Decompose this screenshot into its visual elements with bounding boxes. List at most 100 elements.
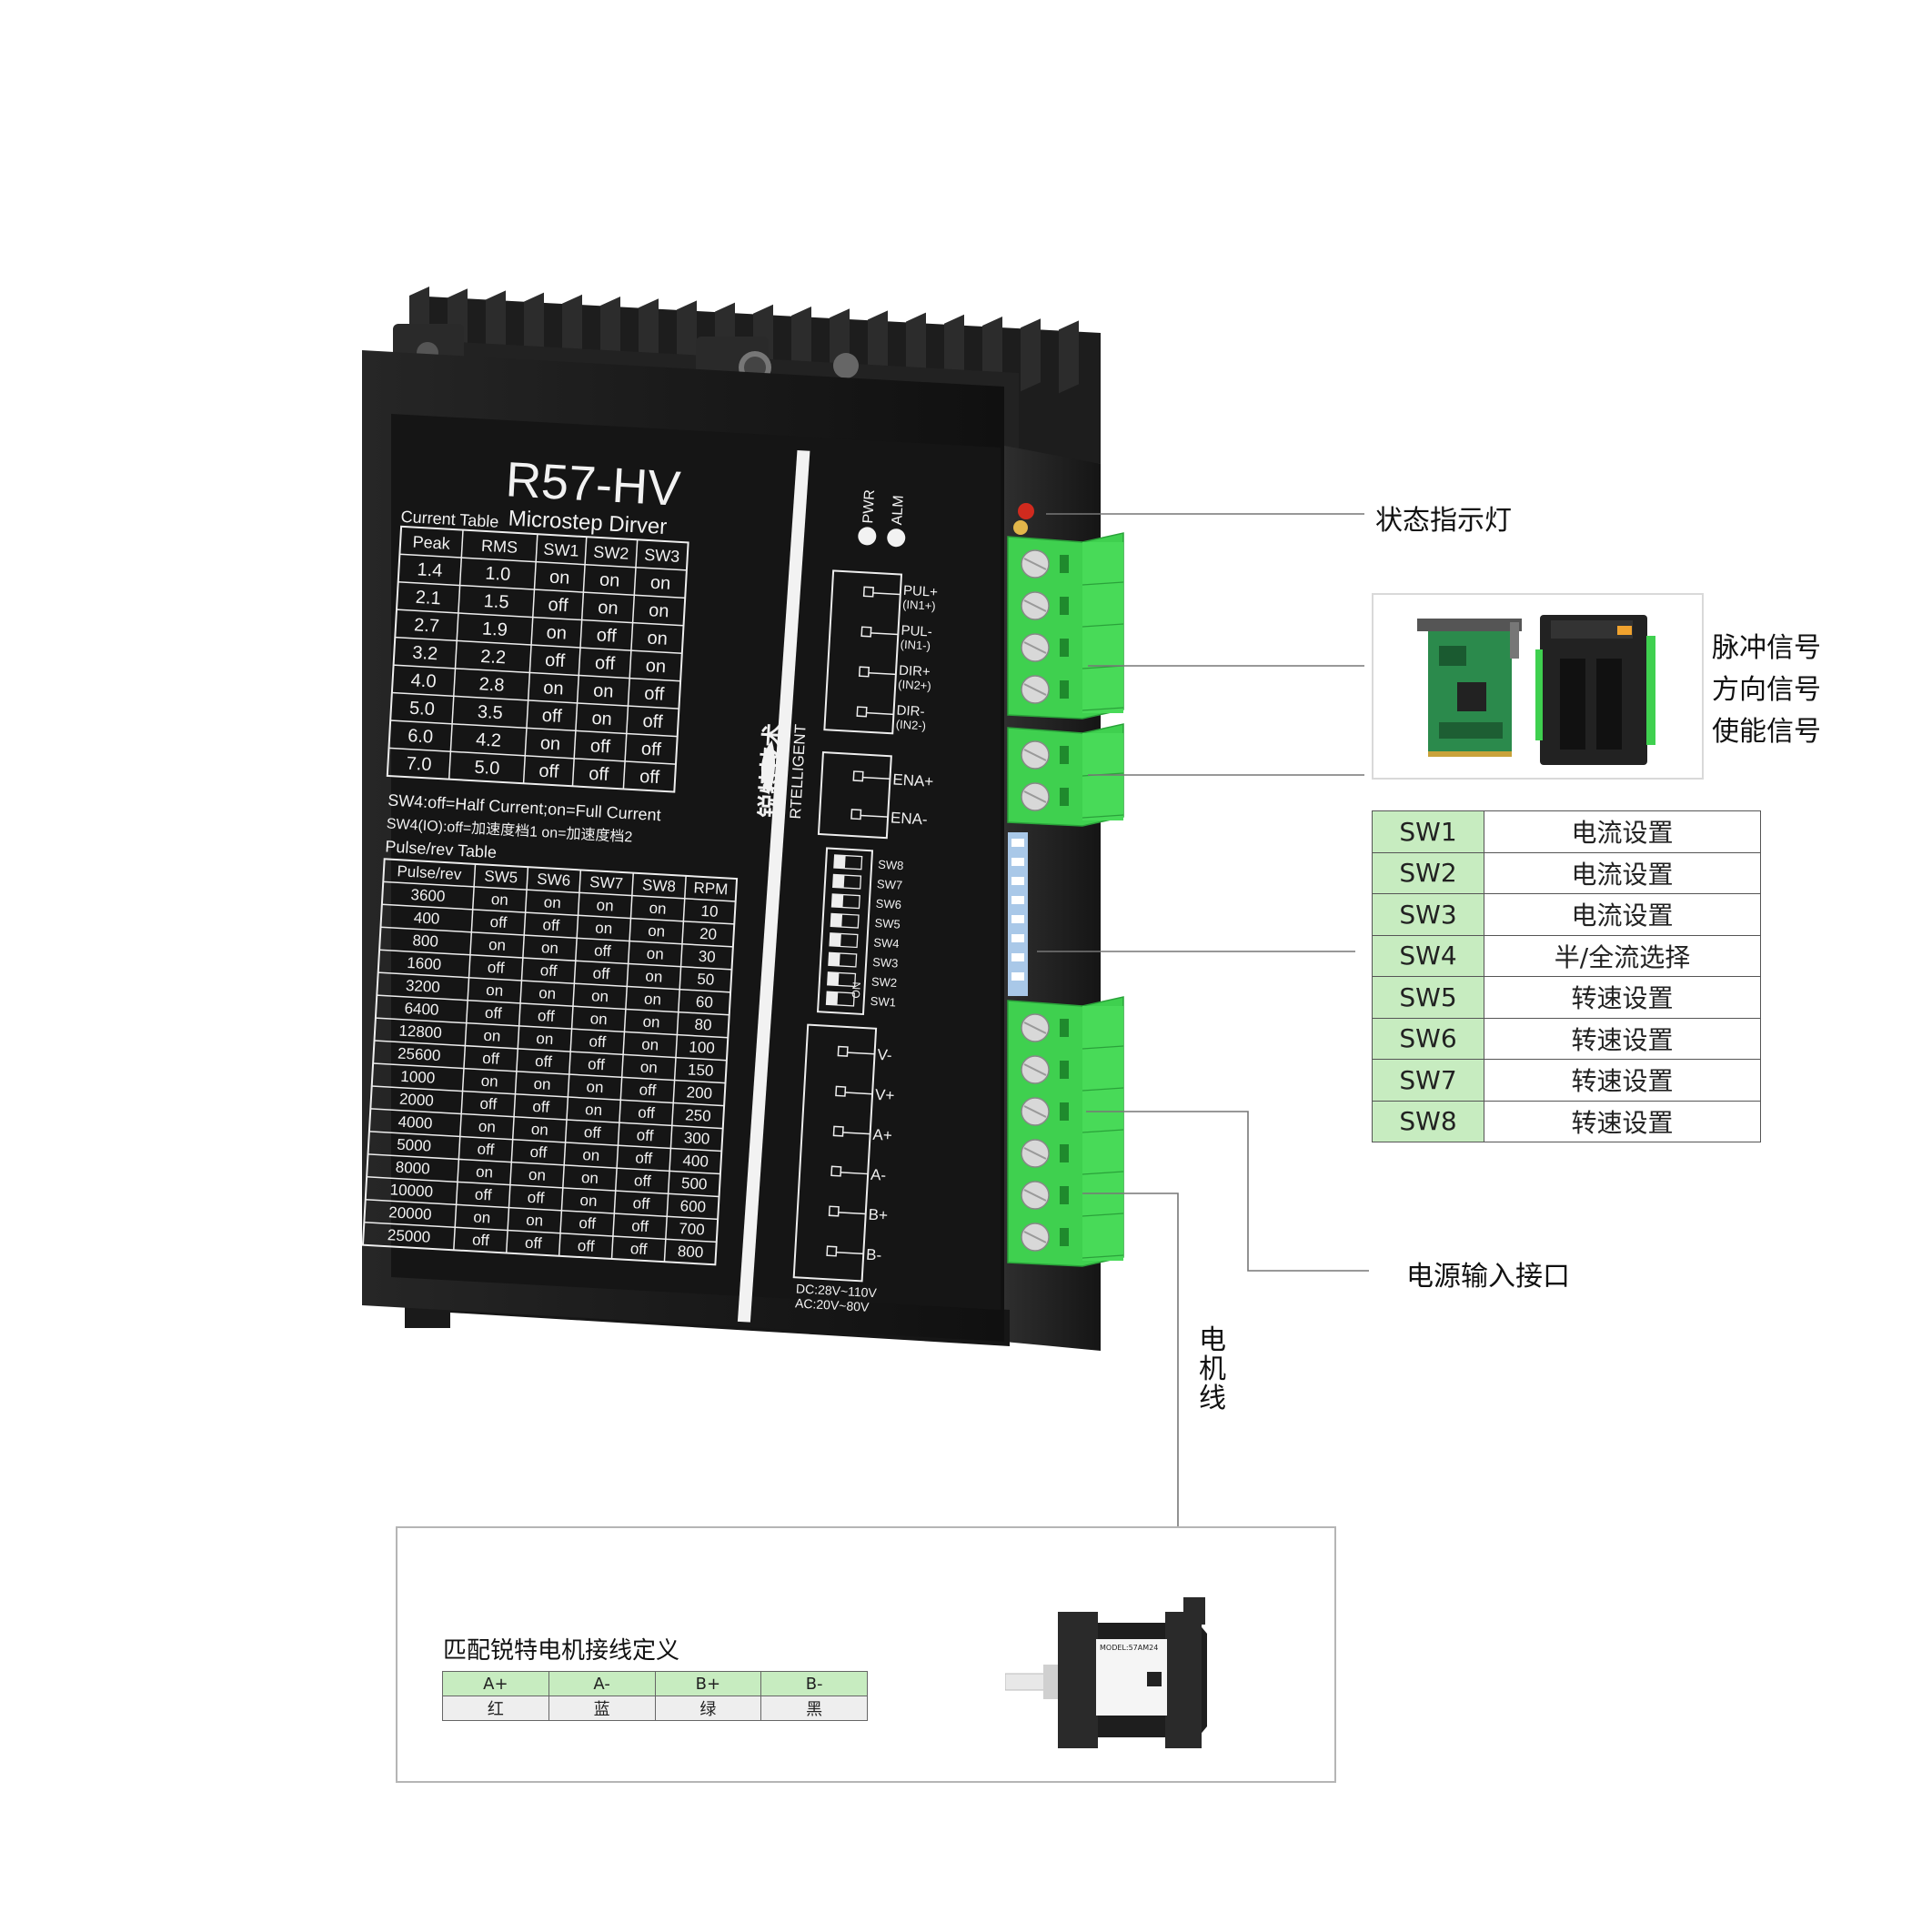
controller-images	[1372, 593, 1704, 780]
table-cell: off	[527, 1189, 545, 1207]
table-header-cell: RMS	[481, 537, 518, 557]
dip-switch-label: SW5	[874, 916, 901, 931]
table-cell: 25000	[387, 1226, 430, 1246]
table-cell: 60	[695, 993, 713, 1011]
signal-labels: 脉冲信号 方向信号 使能信号	[1712, 628, 1821, 753]
table-cell: off	[472, 1231, 490, 1249]
pwr-led-dot	[858, 527, 877, 546]
table-cell: on	[599, 570, 619, 591]
sw-name-cell: SW5	[1372, 976, 1484, 1019]
table-cell: 500	[681, 1174, 708, 1193]
sw-function-cell: 电流设置	[1484, 893, 1761, 936]
power-terminal-label: A+	[872, 1126, 892, 1144]
table-cell: on	[543, 893, 561, 911]
table-cell: on	[642, 1013, 660, 1031]
table-cell: on	[549, 567, 570, 588]
table-cell: off	[542, 916, 560, 934]
table-cell: on	[641, 1035, 659, 1053]
table-cell: 5.0	[474, 758, 500, 780]
table-cell: on	[649, 573, 670, 594]
dip-knob	[1011, 877, 1024, 885]
table-cell: off	[537, 1007, 555, 1025]
table-cell: on	[644, 991, 662, 1009]
table-cell: on	[589, 1010, 608, 1028]
table-cell: 3600	[410, 886, 446, 905]
table-cell: on	[593, 680, 614, 701]
table-cell: 20	[699, 925, 718, 943]
dip-on-label: ON	[850, 981, 863, 999]
sw-name-cell: SW7	[1372, 1059, 1484, 1102]
motor-wiring-title: 匹配锐特电机接线定义	[443, 1637, 680, 1665]
power-input-label: 电源输入接口	[1406, 1261, 1570, 1293]
table-cell: on	[649, 900, 667, 918]
table-cell: 1000	[400, 1068, 436, 1087]
table-cell: 400	[682, 1152, 709, 1171]
dip-switch-label: SW4	[873, 936, 900, 951]
power-terminal-diagram: V-V+A+A-B+B-	[792, 1023, 895, 1283]
table-header-cell: SW7	[589, 873, 624, 892]
power-terminal-label: B-	[866, 1246, 882, 1264]
table-cell: off	[639, 1081, 657, 1099]
dip-knob	[1011, 934, 1024, 942]
dip-switch-label: SW6	[875, 897, 901, 912]
table-cell: off	[479, 1095, 498, 1113]
status-led-label: 状态指示灯	[1375, 505, 1512, 537]
table-header-cell: Pulse/rev	[397, 862, 462, 883]
status-led-red	[1018, 503, 1034, 519]
table-cell: 200	[686, 1083, 712, 1102]
table-cell: on	[595, 919, 613, 937]
table-header-cell: SW8	[642, 876, 677, 895]
table-cell: off	[639, 767, 661, 788]
table-cell: 2.1	[415, 588, 441, 609]
wire-header: A+	[442, 1671, 549, 1696]
table-cell: off	[535, 1052, 553, 1071]
table-header-cell: RPM	[693, 879, 729, 898]
table-cell: on	[598, 598, 619, 619]
signal-terminal-sublabel: (IN1+)	[902, 598, 936, 613]
table-cell: on	[480, 1072, 498, 1091]
table-cell: off	[594, 941, 612, 960]
table-cell: 300	[683, 1129, 709, 1148]
table-cell: off	[538, 761, 560, 782]
dip-switch-label: SW2	[871, 974, 898, 990]
table-cell: off	[532, 1098, 550, 1116]
table-cell: off	[644, 683, 666, 704]
table-cell: off	[629, 1240, 648, 1258]
sw-name-cell: SW2	[1372, 851, 1484, 894]
sw-function-cell: 电流设置	[1484, 851, 1761, 894]
table-header-cell: SW6	[537, 870, 571, 890]
model-title: R57-HV	[504, 452, 681, 517]
table-cell: on	[591, 987, 609, 1005]
table-cell: off	[487, 959, 505, 977]
sw-function-cell: 电流设置	[1484, 810, 1761, 853]
table-cell: 5.0	[408, 699, 435, 720]
table-cell: off	[589, 1032, 607, 1051]
table-cell: 800	[412, 931, 438, 951]
table-cell: 10	[700, 902, 719, 921]
table-header-cell: SW3	[644, 546, 680, 566]
table-cell: 20000	[388, 1203, 432, 1223]
table-cell: off	[636, 1126, 654, 1144]
signal-terminal-sublabel: (IN2+)	[898, 678, 931, 693]
table-cell: on	[526, 1212, 544, 1230]
fin	[982, 317, 1002, 389]
table-cell: 12800	[398, 1022, 442, 1042]
table-header-cell: SW1	[543, 540, 579, 560]
table-cell: off	[631, 1217, 649, 1235]
pulse-signal-label: 脉冲信号	[1712, 632, 1821, 664]
table-cell: on	[478, 1118, 496, 1136]
signal-terminal-label: DIR-	[896, 703, 925, 720]
table-cell: on	[648, 922, 666, 941]
table-cell: off	[642, 711, 664, 732]
table-cell: on	[473, 1208, 491, 1226]
table-cell: on	[488, 936, 507, 954]
table-cell: 2000	[399, 1091, 435, 1110]
table-cell: 3.2	[412, 643, 438, 665]
table-cell: 4.0	[410, 670, 437, 692]
table-cell: off	[539, 961, 558, 980]
